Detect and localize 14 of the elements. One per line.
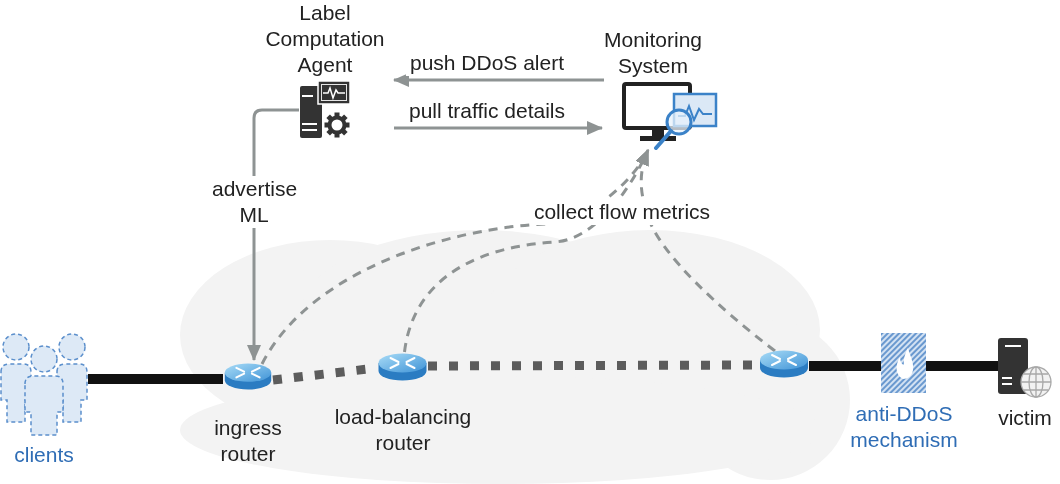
node-label: Monitoring System [603,27,703,79]
node-label: anti-DDoS mechanism [849,401,959,453]
node-label: load-balancing router [333,404,473,456]
dashed-arrow [636,149,776,353]
dashed-arrow [403,149,650,353]
node-label: ingress router [213,415,283,467]
node-label: clients [14,442,74,468]
link-line [926,361,998,371]
link-line [809,361,881,371]
node-label: victim [998,405,1052,431]
arrow [394,121,603,135]
link-line [88,374,223,384]
arrow [393,73,604,87]
node-label: Label Computation Agent [264,0,386,78]
